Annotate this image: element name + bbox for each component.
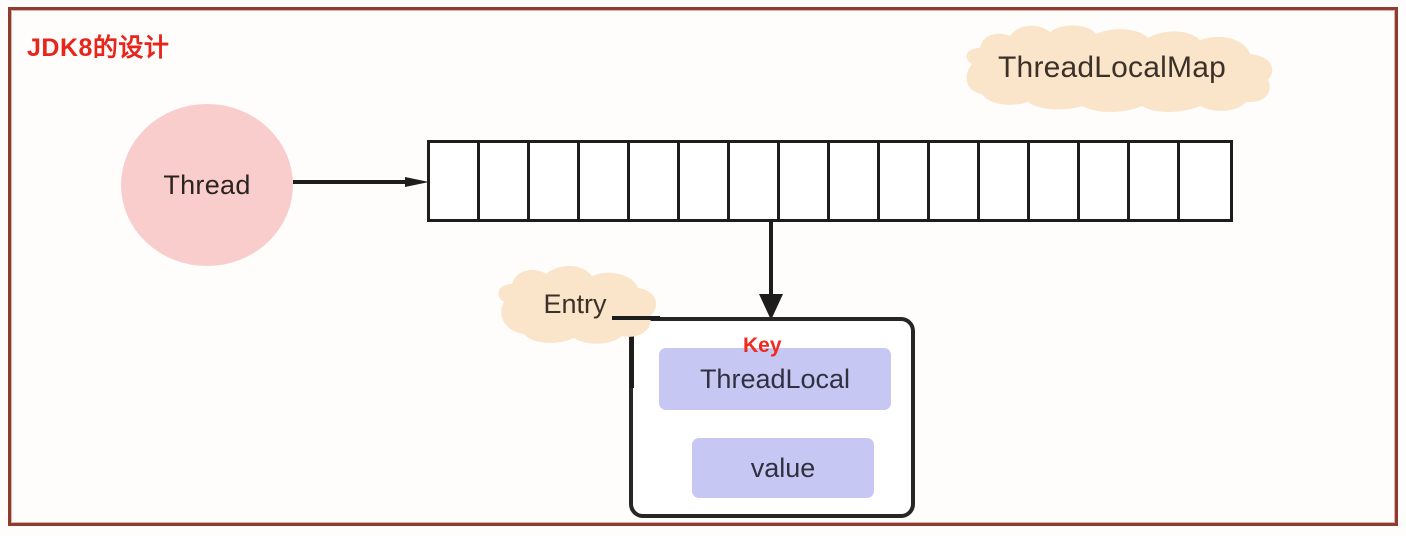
entry-value-box: value	[692, 438, 874, 498]
entry-cloud: Entry	[486, 258, 664, 350]
thread-node: Thread	[121, 104, 293, 266]
page-title: JDK8的设计	[27, 34, 170, 62]
array-cell	[1080, 143, 1130, 219]
array-cell	[1180, 143, 1230, 219]
cloud-shape-icon	[498, 265, 657, 344]
entry-value-label: value	[750, 452, 816, 483]
threadlocalmap-array	[427, 140, 1233, 222]
threadlocalmap-label: ThreadLocalMap	[998, 51, 1226, 84]
array-cell	[980, 143, 1030, 219]
array-cell	[1130, 143, 1180, 219]
entry-label: Entry	[543, 288, 607, 319]
array-cell	[830, 143, 880, 219]
entry-node: ThreadLocal Key value	[629, 317, 915, 518]
array-cell	[530, 143, 580, 219]
entry-key-label: ThreadLocal	[699, 363, 851, 394]
thread-label: Thread	[163, 169, 251, 200]
key-annotation: Key	[743, 334, 782, 357]
arrow-thread-to-array	[293, 177, 429, 187]
array-cell	[480, 143, 530, 219]
entry-connector-horizontal	[612, 316, 660, 320]
array-cell	[780, 143, 830, 219]
entry-connector-vertical	[630, 330, 634, 388]
array-cell	[430, 143, 480, 219]
cloud-shape-icon	[966, 25, 1273, 113]
threadlocalmap-cloud: ThreadLocalMap	[938, 18, 1286, 118]
array-cell	[930, 143, 980, 219]
entry-key-box: ThreadLocal	[659, 348, 891, 410]
array-cell	[1030, 143, 1080, 219]
arrow-array-to-entry	[759, 220, 783, 320]
array-cell	[630, 143, 680, 219]
array-cell	[730, 143, 780, 219]
array-cell	[580, 143, 630, 219]
array-cell	[680, 143, 730, 219]
array-cell	[880, 143, 930, 219]
